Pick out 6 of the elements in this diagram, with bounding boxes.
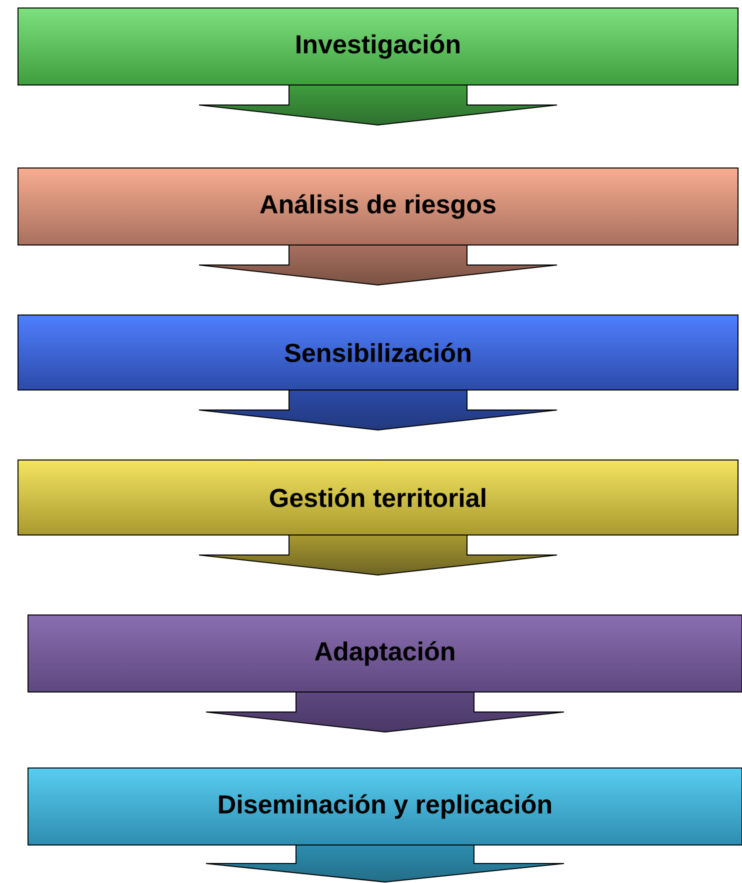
arrow-callout-box: Análisis de riesgos <box>18 168 738 286</box>
arrow-callout-box: Adaptación <box>28 614 742 732</box>
arrow-callout-box: Diseminación y replicación <box>28 768 742 882</box>
arrow-callout-box: Investigación <box>18 8 738 126</box>
arrow-callout-box: Sensibilización <box>18 314 738 430</box>
arrow-callout-box: Gestión territorial <box>18 460 738 576</box>
